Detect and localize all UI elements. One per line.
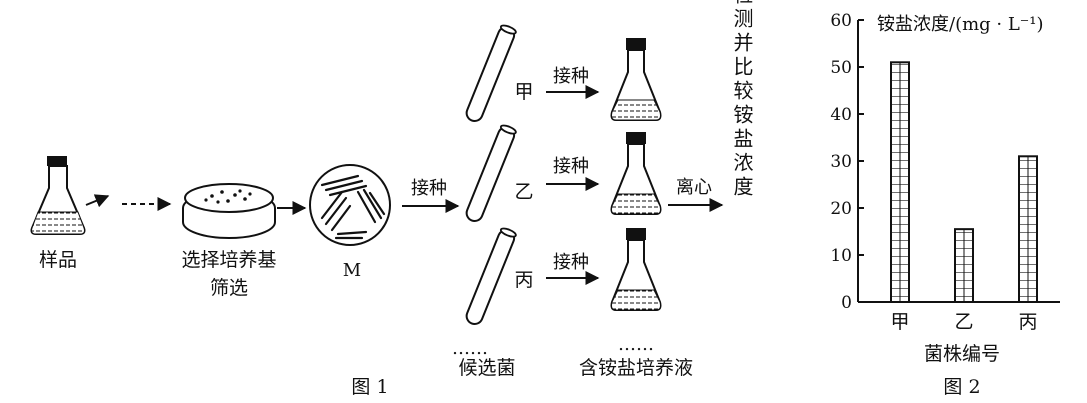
y-ticks: 0 10 20 30 40 50 60 xyxy=(830,11,864,313)
x-ticks: 甲乙丙 xyxy=(890,311,1037,333)
bars xyxy=(890,61,1038,303)
candidates-caption: 候选菌 xyxy=(458,357,515,379)
flask-jia xyxy=(610,38,662,121)
selective-medium-dish xyxy=(182,183,276,239)
plate-m xyxy=(309,164,391,246)
flask-bing xyxy=(610,228,662,311)
test-tube-jia xyxy=(465,24,517,123)
sample-flask xyxy=(30,156,86,235)
inoculate-label-1: 接种 xyxy=(411,178,447,199)
y-tick-label: 50 xyxy=(830,58,852,78)
candidate-jia-label: 甲 xyxy=(514,81,533,103)
x-tick-label: 乙 xyxy=(954,311,973,333)
flask-caption: 含铵盐培养液 xyxy=(579,357,693,379)
test-tube-yi xyxy=(465,124,517,223)
x-tick-label: 丙 xyxy=(1018,311,1037,333)
y-tick-label: 0 xyxy=(841,293,852,313)
inoculate-label-jia: 接种 xyxy=(553,66,589,87)
centrifuge-label: 离心 xyxy=(676,177,712,198)
y-tick-label: 60 xyxy=(830,11,852,31)
selective-medium-label: 选择培养基 xyxy=(181,249,276,271)
y-tick-label: 40 xyxy=(830,105,852,125)
figure-2-chart: 0 10 20 30 40 50 60 甲 乙 丙 铵盐浓度/(mg · L⁻¹) 菌株编号 图… xyxy=(830,11,1060,398)
candidate-yi-label: 乙 xyxy=(514,181,533,203)
screening-label: 筛选 xyxy=(210,277,248,299)
y-tick-label: 30 xyxy=(830,152,852,172)
flasks-ellipsis: …… xyxy=(618,334,654,355)
flask-yi xyxy=(610,132,662,215)
inoculate-label-yi: 接种 xyxy=(553,156,589,177)
detect-label: 检测并比较铵盐浓度 xyxy=(730,0,754,200)
test-tube-bing xyxy=(465,227,517,326)
figure-1-caption: 图 1 xyxy=(351,376,388,398)
inoculate-label-bing: 接种 xyxy=(553,252,589,273)
figure-1: 样品 选择培养基 筛选 xyxy=(30,0,754,398)
candidates-ellipsis: …… xyxy=(452,338,488,359)
sample-label: 样品 xyxy=(39,249,77,271)
figure-2-caption: 图 2 xyxy=(943,376,980,398)
x-tick-label: 甲 xyxy=(890,311,909,333)
arrow-to-dashed xyxy=(85,194,110,208)
x-axis-title: 菌株编号 xyxy=(924,343,1000,365)
y-axis-title: 铵盐浓度/(mg · L⁻¹) xyxy=(877,14,1044,35)
y-tick-label: 20 xyxy=(830,199,852,219)
candidate-bing-label: 丙 xyxy=(514,269,533,291)
plate-m-label: M xyxy=(343,260,361,281)
y-tick-label: 10 xyxy=(830,246,852,266)
